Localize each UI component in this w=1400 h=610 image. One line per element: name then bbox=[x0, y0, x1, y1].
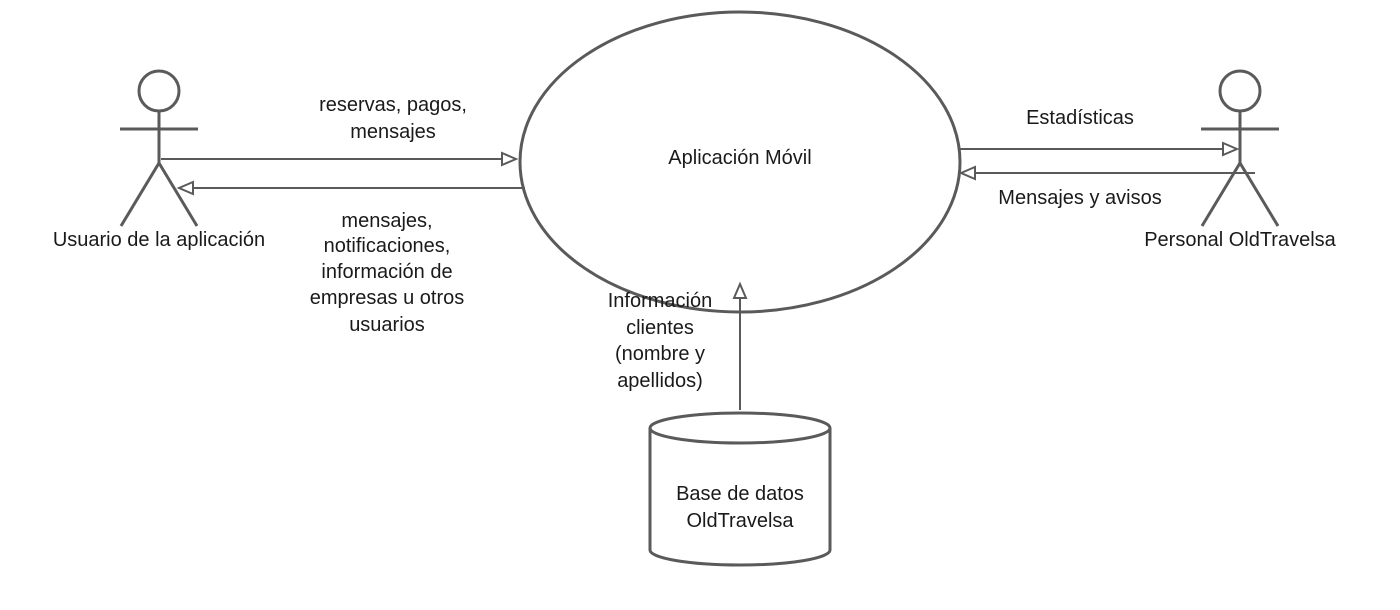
flow-db-to-app-label-line-1: Información bbox=[608, 290, 713, 312]
arrowhead-icon bbox=[501, 151, 519, 167]
app-node[interactable]: Aplicación Móvil bbox=[518, 10, 962, 314]
flow-app-to-staff-label: Estadísticas bbox=[1026, 107, 1134, 129]
arrowhead-icon bbox=[1222, 141, 1240, 157]
database-node[interactable]: Base de datos OldTravelsa bbox=[648, 411, 832, 567]
flow-app-to-user-label-line-2: notificaciones, bbox=[324, 235, 451, 257]
flow-staff-to-app[interactable]: Mensajes y avisos bbox=[958, 165, 1255, 209]
database-label-line-1: Base de datos bbox=[676, 483, 804, 505]
flow-user-to-app-label-line-1: reservas, pagos, bbox=[319, 94, 467, 116]
flow-db-to-app[interactable]: Información clientes (nombre y apellidos… bbox=[608, 281, 748, 410]
user-actor[interactable]: Usuario de la aplicación bbox=[53, 69, 265, 251]
flow-db-to-app-label-line-4: apellidos) bbox=[617, 370, 703, 392]
arrowhead-icon bbox=[176, 180, 194, 196]
flow-app-to-user[interactable]: mensajes, notificaciones, información de… bbox=[176, 180, 525, 336]
arrowhead-icon bbox=[958, 165, 976, 181]
staff-actor[interactable]: Personal OldTravelsa bbox=[1144, 69, 1337, 251]
flow-app-to-user-label-line-5: usuarios bbox=[349, 314, 425, 336]
user-actor-label: Usuario de la aplicación bbox=[53, 229, 265, 251]
flow-db-to-app-label-line-3: (nombre y bbox=[615, 343, 705, 365]
database-cylinder-body bbox=[648, 428, 832, 567]
flow-user-to-app-label-line-2: mensajes bbox=[350, 121, 436, 143]
app-label: Aplicación Móvil bbox=[668, 147, 811, 169]
flow-user-to-app[interactable]: reservas, pagos, mensajes bbox=[161, 94, 519, 167]
arrowhead-icon bbox=[732, 281, 748, 299]
database-label-line-2: OldTravelsa bbox=[686, 510, 794, 532]
user-actor-icon bbox=[119, 69, 199, 227]
flow-staff-to-app-label: Mensajes y avisos bbox=[998, 187, 1161, 209]
database-cylinder-top bbox=[648, 411, 832, 445]
flow-app-to-user-label-line-1: mensajes, bbox=[341, 210, 432, 232]
flow-app-to-user-label-line-3: información de bbox=[321, 261, 452, 283]
flow-app-to-staff[interactable]: Estadísticas bbox=[960, 107, 1240, 157]
staff-actor-label: Personal OldTravelsa bbox=[1144, 229, 1336, 251]
flow-app-to-user-label-line-4: empresas u otros bbox=[310, 287, 465, 309]
flow-db-to-app-label-line-2: clientes bbox=[626, 317, 694, 339]
